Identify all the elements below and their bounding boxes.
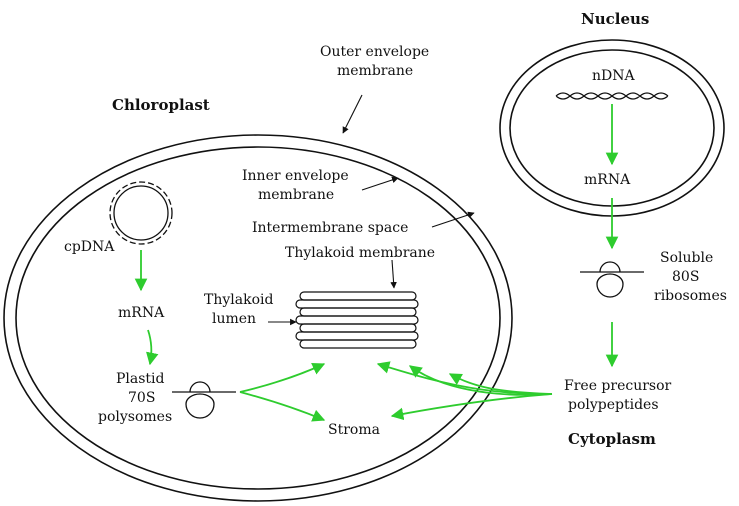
- thylakoid-lumen-label-line2: lumen: [212, 311, 256, 327]
- soluble-80s-ribosome-icon: [580, 261, 644, 298]
- cpdna-circle-icon: [109, 181, 173, 245]
- inner-envelope-membrane: [15, 146, 501, 490]
- mrna-chloroplast-label: mRNA: [118, 305, 165, 321]
- soluble-label-line3: ribosomes: [654, 288, 727, 304]
- chloroplast-label: Chloroplast: [112, 96, 210, 114]
- plastid-label-line1: Plastid: [116, 371, 165, 387]
- inner-envelope-label-line1: Inner envelope: [242, 168, 349, 184]
- thylakoid-lumen-label-line1: Thylakoid: [204, 292, 273, 308]
- free-precursor-label-line2: polypeptides: [568, 397, 659, 413]
- free-precursor-label-line1: Free precursor: [564, 378, 672, 394]
- ndna-label: nDNA: [592, 68, 635, 84]
- outer-envelope-label-line1: Outer envelope: [320, 44, 429, 60]
- cpdna-label: cpDNA: [64, 239, 115, 255]
- intermembrane-space-label: Intermembrane space: [252, 220, 408, 236]
- nucleus-label: Nucleus: [581, 10, 649, 28]
- pathway-arrows: [134, 104, 619, 422]
- mrna-nucleus-label: mRNA: [584, 172, 631, 188]
- soluble-label-line2: 80S: [672, 269, 699, 285]
- cytoplasm-label: Cytoplasm: [568, 430, 656, 448]
- thylakoid-stack: [295, 291, 419, 349]
- plastid-label-line3: polysomes: [98, 409, 172, 425]
- plastid-70s-polysome-icon: [172, 381, 236, 419]
- outer-envelope-label-line2: membrane: [337, 63, 413, 79]
- outer-envelope-membrane: [3, 134, 513, 502]
- ndna-helix-icon: [555, 92, 669, 100]
- plastid-label-line2: 70S: [128, 390, 155, 406]
- soluble-label-line1: Soluble: [660, 250, 713, 266]
- label-leader-arrows: [268, 94, 475, 326]
- stroma-label: Stroma: [328, 422, 380, 438]
- inner-envelope-label-line2: membrane: [258, 187, 334, 203]
- thylakoid-membrane-label: Thylakoid membrane: [285, 245, 435, 261]
